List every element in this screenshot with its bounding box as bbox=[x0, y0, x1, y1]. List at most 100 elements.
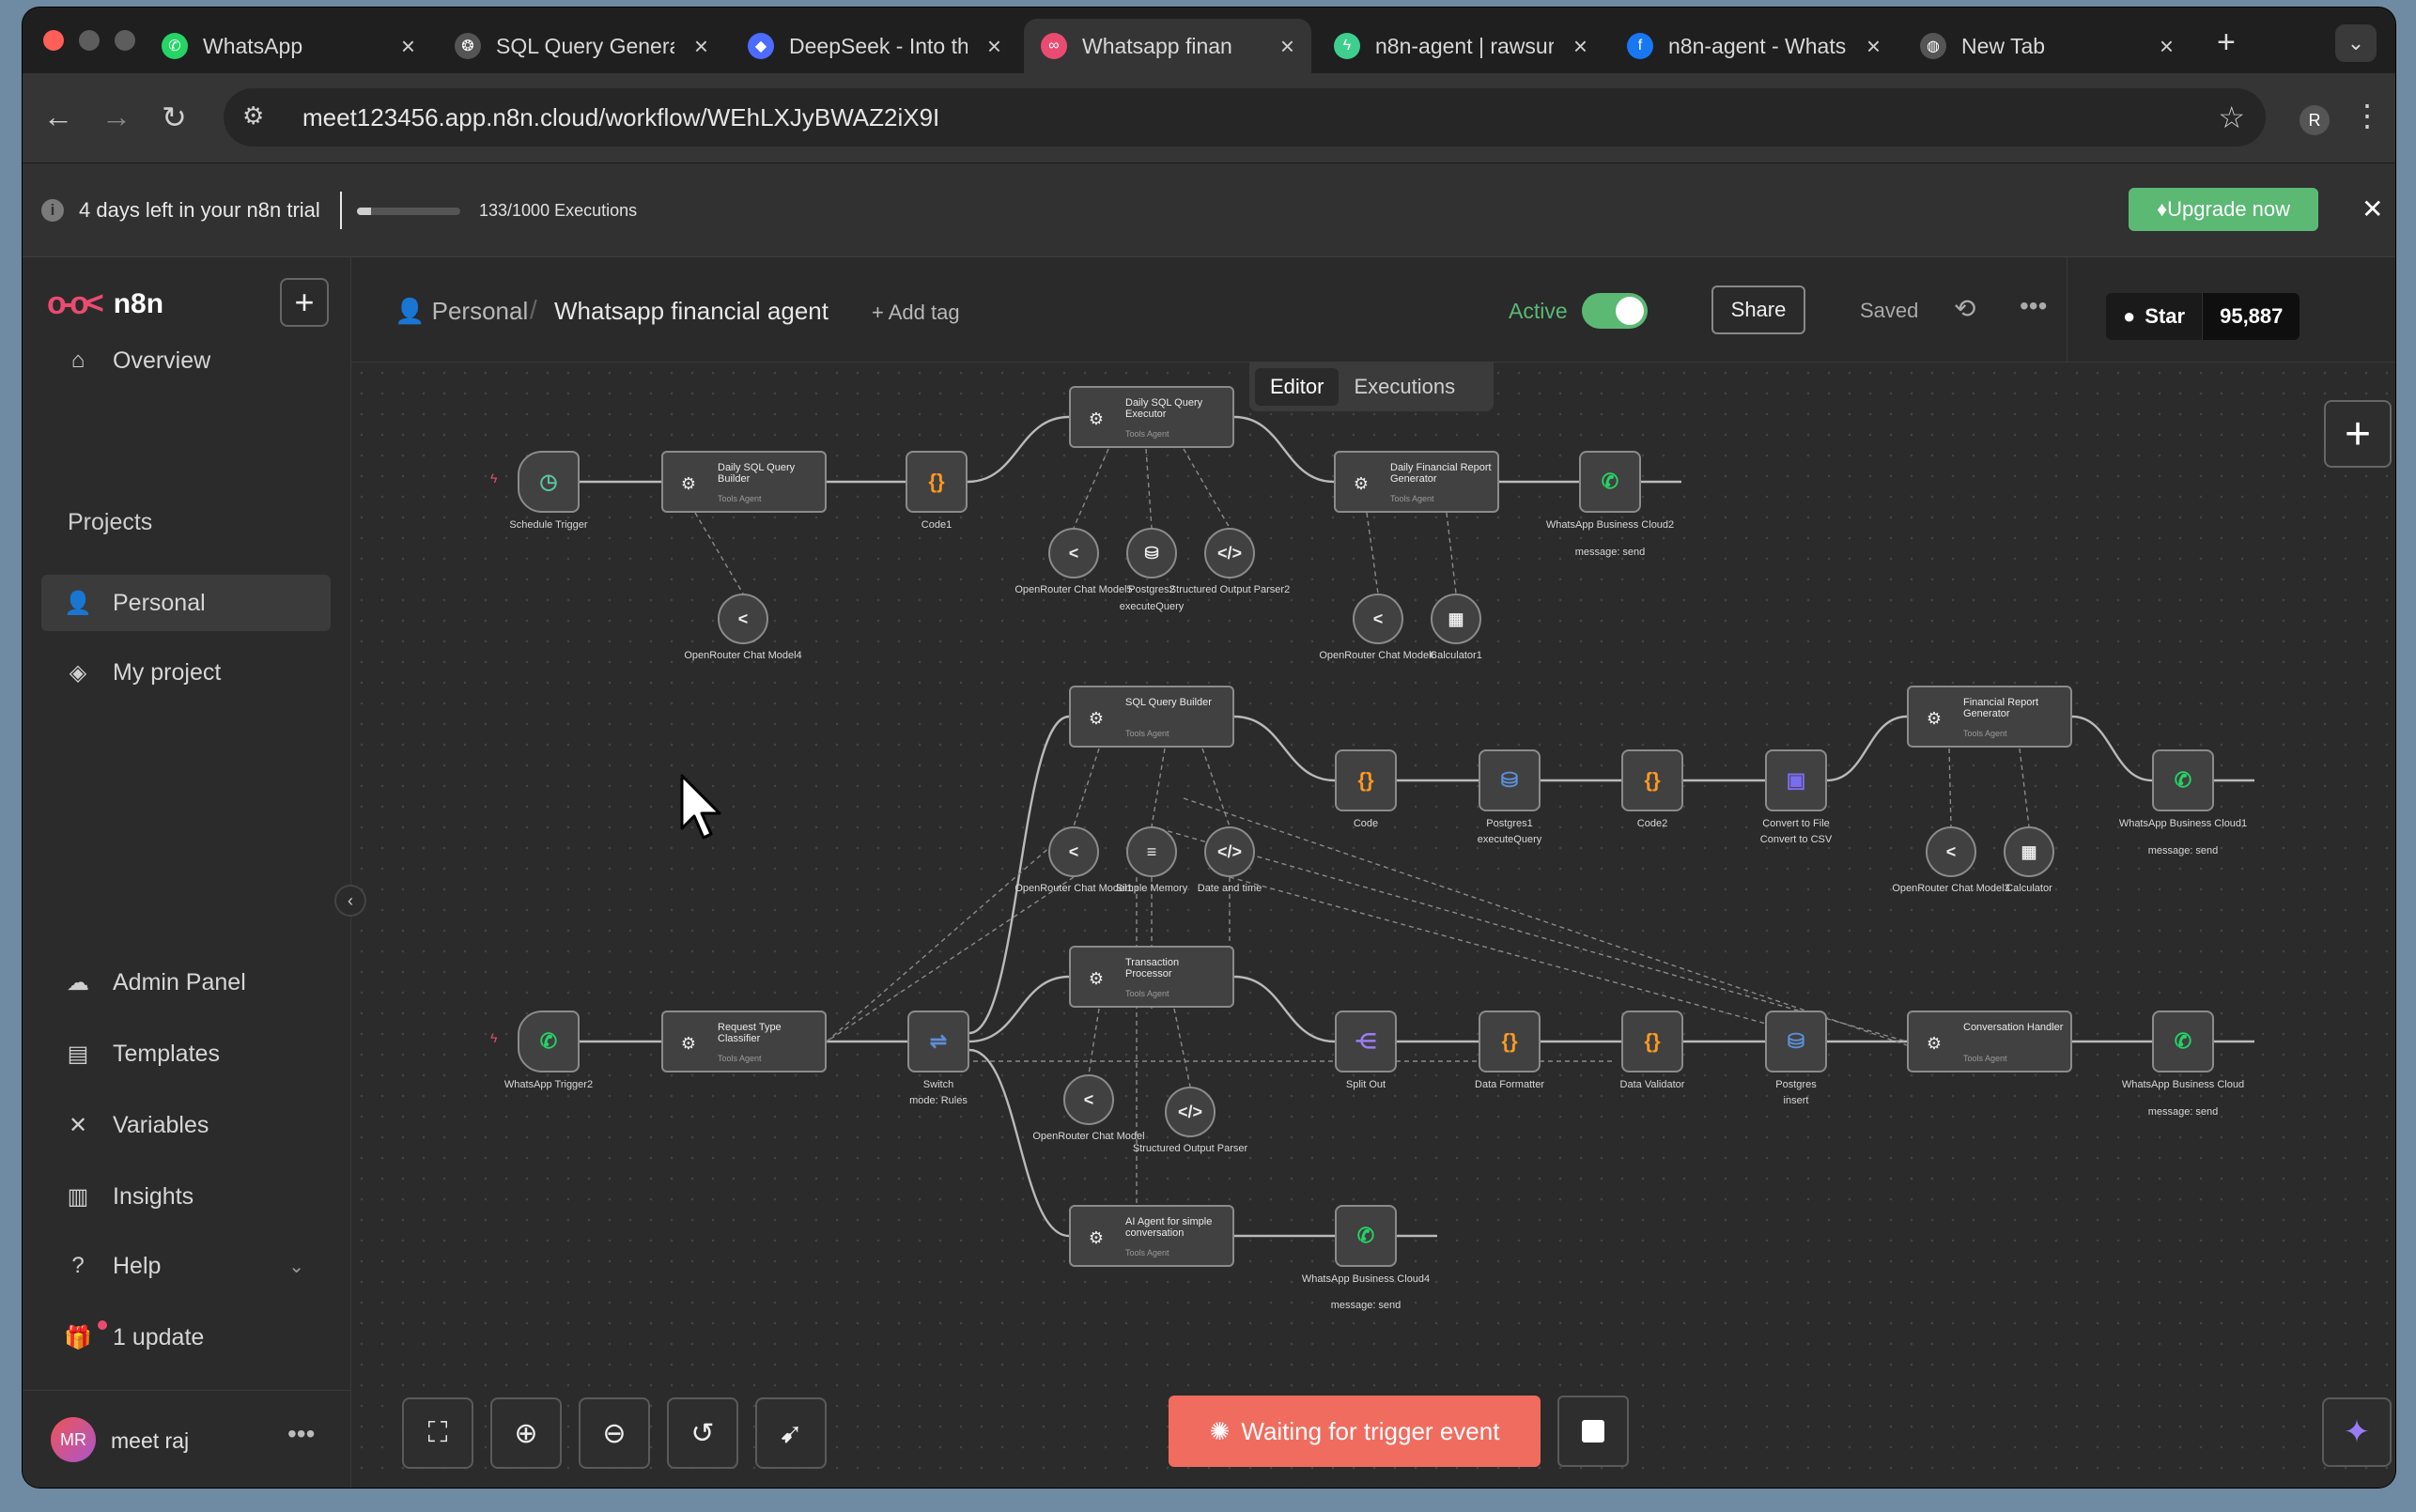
close-tab-icon[interactable]: × bbox=[1866, 31, 1881, 60]
collapse-sidebar-chevron-icon[interactable]: ‹ bbox=[334, 885, 366, 917]
github-star-button[interactable]: ●Star 95,887 bbox=[2106, 293, 2300, 340]
history-icon[interactable]: ⟲ bbox=[1954, 294, 1976, 323]
sub-node[interactable]: </> bbox=[1204, 826, 1255, 877]
zoom-out-button[interactable]: ⊖ bbox=[579, 1397, 650, 1469]
sidebar-item-variables[interactable]: ✕ Variables bbox=[41, 1097, 331, 1153]
workflow-node[interactable]: ✆ bbox=[518, 1011, 580, 1072]
sub-node[interactable]: < bbox=[718, 594, 768, 644]
workflow-node[interactable]: ✆ bbox=[2152, 749, 2214, 811]
workflow-node[interactable]: {} bbox=[1621, 1011, 1683, 1072]
close-tab-icon[interactable]: × bbox=[400, 31, 415, 60]
sub-node[interactable]: ▦ bbox=[2004, 826, 2054, 877]
workflow-node[interactable]: ⛁ bbox=[1479, 749, 1541, 811]
sidebar-item-help[interactable]: ? Help ⌄ bbox=[41, 1238, 331, 1294]
workflow-node[interactable]: ⇌ bbox=[907, 1011, 969, 1072]
sidebar-item-my-project[interactable]: ◈ My project bbox=[41, 644, 331, 701]
more-options-icon[interactable]: ••• bbox=[2020, 291, 2048, 320]
url-text[interactable]: meet123456.app.n8n.cloud/workflow/WEhLXJ… bbox=[302, 103, 940, 131]
sidebar-item-personal[interactable]: 👤 Personal bbox=[41, 575, 331, 631]
tab-editor[interactable]: Editor bbox=[1255, 368, 1340, 406]
sidebar-item-overview[interactable]: ⌂ Overview bbox=[41, 332, 331, 389]
browser-tab[interactable]: ✆WhatsApp× bbox=[145, 19, 432, 73]
workflow-node[interactable]: ✆ bbox=[2152, 1011, 2214, 1072]
close-tab-icon[interactable]: × bbox=[2159, 31, 2174, 60]
add-node-button[interactable]: + bbox=[2324, 400, 2392, 468]
close-tab-icon[interactable]: × bbox=[1279, 31, 1294, 60]
upgrade-now-button[interactable]: ♦Upgrade now bbox=[2129, 188, 2318, 231]
create-button[interactable]: + bbox=[280, 278, 329, 327]
sub-node[interactable]: < bbox=[1063, 1074, 1114, 1125]
tab-executions[interactable]: Executions bbox=[1354, 375, 1456, 398]
close-window-button[interactable] bbox=[43, 30, 64, 51]
user-menu[interactable]: MR meet raj ••• bbox=[23, 1390, 351, 1488]
sub-node[interactable]: </> bbox=[1204, 528, 1255, 579]
more-options-icon[interactable]: ••• bbox=[287, 1419, 316, 1448]
profile-avatar[interactable]: R bbox=[2300, 105, 2330, 135]
site-settings-icon[interactable]: ⚙ bbox=[242, 101, 265, 130]
ai-assistant-button[interactable]: ✦ bbox=[2322, 1397, 2392, 1467]
waiting-for-trigger-button[interactable]: ✺ Waiting for trigger event bbox=[1169, 1396, 1541, 1467]
browser-tab[interactable]: ◍New Tab× bbox=[1903, 19, 2191, 73]
sidebar-item-admin-panel[interactable]: ☁ Admin Panel bbox=[41, 954, 331, 1011]
reset-zoom-button[interactable]: ↺ bbox=[667, 1397, 738, 1469]
workflow-node[interactable]: {} bbox=[1621, 749, 1683, 811]
zoom-in-button[interactable]: ⊕ bbox=[490, 1397, 562, 1469]
bookmark-star-icon[interactable]: ☆ bbox=[2218, 100, 2245, 134]
browser-tab[interactable]: ◆DeepSeek - Into th× bbox=[731, 19, 1018, 73]
reload-icon[interactable]: ↻ bbox=[162, 100, 187, 134]
workflow-node[interactable]: {} bbox=[1479, 1011, 1541, 1072]
active-toggle[interactable] bbox=[1582, 293, 1648, 329]
minimize-window-button[interactable] bbox=[79, 30, 100, 51]
sub-node[interactable]: </> bbox=[1165, 1087, 1216, 1137]
sub-node[interactable]: ⛁ bbox=[1126, 528, 1177, 579]
forward-arrow-icon[interactable]: → bbox=[101, 100, 132, 133]
new-tab-button[interactable]: + bbox=[2217, 24, 2236, 60]
sub-node[interactable]: ≡ bbox=[1126, 826, 1177, 877]
sidebar-item-insights[interactable]: ▥ Insights bbox=[41, 1168, 331, 1225]
workflow-node[interactable]: ◷ bbox=[518, 451, 580, 513]
fit-view-button[interactable]: ⛶ bbox=[402, 1397, 473, 1469]
browser-menu-icon[interactable]: ⋮ bbox=[2352, 99, 2382, 132]
address-bar[interactable]: ⚙ meet123456.app.n8n.cloud/workflow/WEhL… bbox=[224, 88, 2266, 147]
tidy-up-button[interactable]: ➹ bbox=[755, 1397, 827, 1469]
browser-tab[interactable]: ∞Whatsapp finan× bbox=[1024, 19, 1311, 73]
zoom-window-button[interactable] bbox=[115, 30, 135, 51]
workflow-node[interactable]: ⋲ bbox=[1335, 1011, 1397, 1072]
workflow-node[interactable]: ✆ bbox=[1335, 1205, 1397, 1267]
workflow-node[interactable]: ⛁ bbox=[1765, 1011, 1827, 1072]
sub-node[interactable]: < bbox=[1926, 826, 1976, 877]
workflow-name[interactable]: Whatsapp financial agent bbox=[554, 297, 829, 325]
browser-tab[interactable]: ❂SQL Query Genera× bbox=[438, 19, 725, 73]
close-tab-icon[interactable]: × bbox=[693, 31, 708, 60]
close-icon[interactable]: ✕ bbox=[2362, 194, 2384, 224]
sub-node[interactable]: < bbox=[1048, 528, 1099, 579]
workflow-node[interactable]: {} bbox=[1335, 749, 1397, 811]
sidebar-item-templates[interactable]: ▤ Templates bbox=[41, 1026, 331, 1082]
add-tag-button[interactable]: + Add tag bbox=[872, 301, 960, 324]
close-tab-icon[interactable]: × bbox=[1572, 31, 1587, 60]
breadcrumb-project[interactable]: 👤 Personal bbox=[395, 297, 528, 326]
stop-listening-button[interactable] bbox=[1557, 1396, 1629, 1467]
tab-search-chevron-icon[interactable]: ⌄ bbox=[2335, 24, 2377, 62]
sub-node[interactable]: < bbox=[1048, 826, 1099, 877]
back-arrow-icon[interactable]: ← bbox=[43, 100, 73, 133]
sidebar-item-update[interactable]: 🎁 1 update bbox=[41, 1309, 331, 1365]
workflow-node[interactable]: ✆ bbox=[1579, 451, 1641, 513]
close-tab-icon[interactable]: × bbox=[986, 31, 1001, 60]
n8n-logo[interactable]: o-o< n8n bbox=[47, 285, 163, 322]
sub-node[interactable]: < bbox=[1353, 594, 1403, 644]
share-button[interactable]: Share bbox=[1711, 285, 1805, 334]
sub-node[interactable]: ▦ bbox=[1431, 594, 1481, 644]
